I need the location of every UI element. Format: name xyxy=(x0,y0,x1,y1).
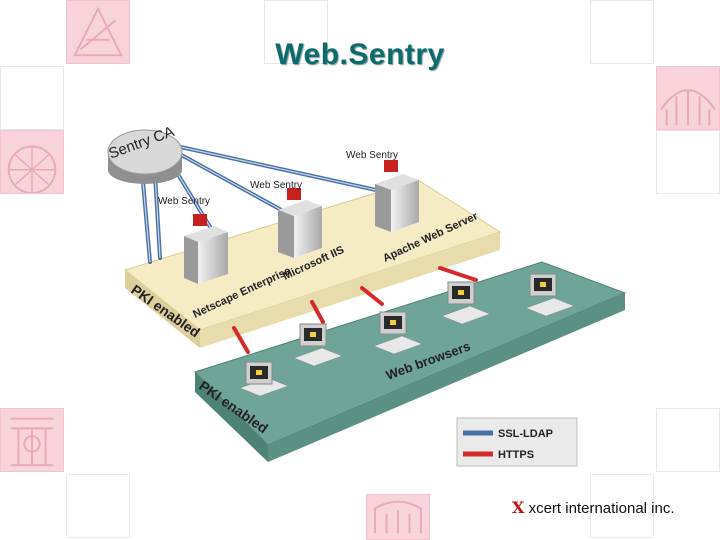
client-pc xyxy=(239,361,289,397)
decorative-tile xyxy=(590,0,654,64)
decorative-tile xyxy=(366,494,430,540)
decorative-tile xyxy=(0,66,64,130)
decorative-tile xyxy=(66,0,130,64)
sentry-ca-server xyxy=(107,129,183,184)
netscape-server xyxy=(184,214,228,284)
client-pc xyxy=(373,311,423,355)
client-pcs xyxy=(239,273,575,397)
sentry-module-icon xyxy=(384,160,398,172)
client-platform xyxy=(194,261,627,462)
client-pc xyxy=(525,273,575,317)
legend-https-label: HTTPS xyxy=(498,449,534,461)
client-pc xyxy=(441,281,491,325)
sentry-module-icon xyxy=(193,214,207,226)
client-pc xyxy=(293,323,343,367)
xcert-logo: X xcert international inc. xyxy=(512,498,675,517)
decorative-tile xyxy=(264,0,328,64)
decorative-tile xyxy=(0,408,64,472)
decorative-tile xyxy=(590,474,654,538)
decorative-tile xyxy=(0,130,64,194)
iis-sentry-label: Web Sentry xyxy=(250,180,302,191)
iis-server xyxy=(278,188,322,258)
legend: SSL-LDAP HTTPS xyxy=(456,417,578,467)
decorative-tile xyxy=(66,474,130,538)
netscape-sentry-label: Web Sentry xyxy=(158,196,210,207)
apache-server xyxy=(375,160,419,232)
page-title: Web.Sentry xyxy=(275,38,445,71)
sentry-module-icon xyxy=(287,188,301,200)
apache-sentry-label: Web Sentry xyxy=(346,150,398,161)
legend-ssl-ldap-label: SSL-LDAP xyxy=(498,428,553,440)
xcert-logo-text: xcert international inc. xyxy=(528,500,675,517)
xcert-logo-mark: X xyxy=(512,498,525,517)
https-links xyxy=(232,266,478,354)
